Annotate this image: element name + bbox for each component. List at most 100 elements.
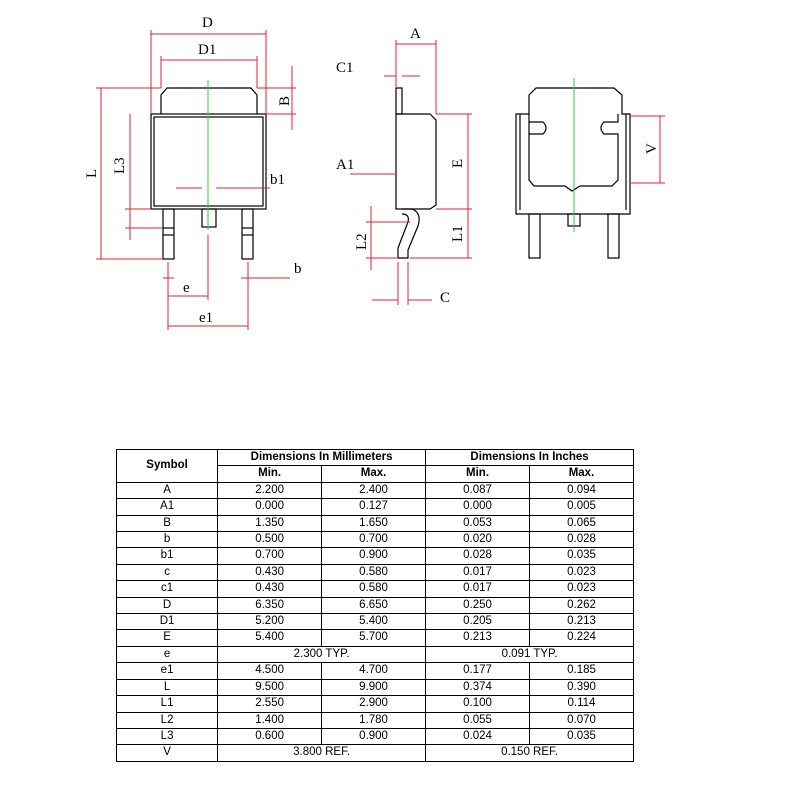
in-max-cell: 0.005	[529, 498, 634, 516]
row-symbol: L2	[115, 711, 219, 729]
side-dimensions	[350, 40, 472, 305]
in-min-cell: 0.024	[425, 727, 530, 746]
back-lead-right	[607, 213, 620, 259]
mm-min-cell: 0.430	[217, 580, 323, 598]
label-e1: e1	[199, 310, 213, 326]
mm-min-cell: 2.200	[217, 481, 323, 500]
in-max-cell: 0.028	[529, 531, 634, 549]
mm-max-cell: 4.700	[321, 662, 427, 680]
row-symbol: B	[115, 514, 219, 533]
in-min-cell: 0.053	[425, 514, 530, 533]
mm-max-cell: 2.400	[321, 481, 427, 500]
in-min-cell: 0.213	[425, 629, 530, 647]
mm-max-cell: 6.650	[321, 596, 427, 615]
mm-min-cell: 5.400	[217, 629, 323, 647]
label-b: b	[294, 261, 302, 277]
back-heatsink	[528, 114, 619, 192]
row-symbol: b	[115, 531, 219, 549]
front-lead-center	[201, 208, 217, 228]
row-symbol: c1	[115, 580, 219, 598]
row-symbol: e1	[115, 662, 219, 680]
mm-max-cell: 9.900	[321, 678, 427, 697]
row-symbol: D	[115, 596, 219, 615]
in-min-cell: 0.374	[425, 678, 530, 697]
row-symbol: L	[115, 678, 219, 697]
mm-header: Dimensions In Millimeters	[217, 448, 427, 467]
in-max-cell: 0.185	[529, 662, 634, 680]
row-symbol: L1	[115, 695, 219, 713]
mm-max-cell: 0.900	[321, 727, 427, 746]
mm-min-cell: 2.550	[217, 695, 323, 713]
mm-max-cell: 0.580	[321, 563, 427, 582]
back-lead-left	[528, 213, 541, 259]
row-symbol: b1	[115, 547, 219, 565]
back-dimensions	[630, 115, 665, 184]
in-max-cell: 0.094	[529, 481, 634, 500]
back-view	[515, 87, 631, 259]
label-C: C	[440, 290, 450, 306]
row-symbol: E	[115, 629, 219, 647]
in-max-cell: 0.065	[529, 514, 634, 533]
in-max-header: Max.	[529, 465, 634, 483]
package-outline-drawing: D D1 B L L3 b1 b e e1 A C1 A1 E L1 L2 C …	[84, 15, 665, 330]
mm-max-cell: 2.900	[321, 695, 427, 713]
row-symbol: A	[115, 481, 219, 500]
label-L2: L2	[354, 233, 370, 250]
in-header: Dimensions In Inches	[425, 448, 634, 467]
mm-span-cell: 2.300 TYP.	[217, 645, 427, 664]
mm-min-cell: 0.430	[217, 563, 323, 582]
dimensions-table: Symbol Dimensions In Millimeters Dimensi…	[115, 448, 634, 762]
symbol-header: Symbol	[115, 449, 219, 483]
front-lead-left	[162, 208, 175, 260]
side-tab	[395, 87, 403, 115]
in-max-cell: 0.023	[529, 580, 634, 598]
in-min-cell: 0.055	[425, 711, 530, 729]
row-symbol: c	[115, 563, 219, 582]
in-max-cell: 0.035	[529, 727, 634, 746]
in-min-cell: 0.020	[425, 531, 530, 549]
label-A1: A1	[336, 157, 354, 173]
mm-min-cell: 4.500	[217, 662, 323, 680]
in-min-cell: 0.017	[425, 563, 530, 582]
row-symbol: V	[115, 744, 219, 762]
label-E: E	[450, 159, 466, 168]
mm-min-cell: 0.700	[217, 547, 323, 565]
label-e: e	[183, 280, 190, 296]
in-min-cell: 0.087	[425, 481, 530, 500]
back-outline	[515, 87, 631, 215]
mm-min-cell: 5.200	[217, 613, 323, 631]
row-symbol: D1	[115, 613, 219, 631]
in-max-cell: 0.262	[529, 596, 634, 615]
mm-max-header: Max.	[321, 465, 427, 483]
row-symbol: e	[115, 645, 219, 664]
in-max-cell: 0.114	[529, 695, 634, 713]
mm-max-cell: 0.900	[321, 547, 427, 565]
in-max-cell: 0.035	[529, 547, 634, 565]
mm-min-cell: 0.600	[217, 727, 323, 746]
label-D: D	[202, 15, 213, 31]
front-dimensions	[96, 30, 296, 330]
mm-max-cell: 1.650	[321, 514, 427, 533]
mm-max-cell: 1.780	[321, 711, 427, 729]
label-L1: L1	[450, 225, 466, 242]
in-min-cell: 0.028	[425, 547, 530, 565]
in-min-cell: 0.100	[425, 695, 530, 713]
side-lead	[397, 208, 420, 259]
mm-span-cell: 3.800 REF.	[217, 744, 427, 762]
label-A: A	[410, 26, 421, 42]
label-L: L	[84, 169, 100, 178]
mm-max-cell: 0.580	[321, 580, 427, 598]
front-lead-right	[241, 208, 254, 260]
mm-min-header: Min.	[217, 465, 323, 483]
